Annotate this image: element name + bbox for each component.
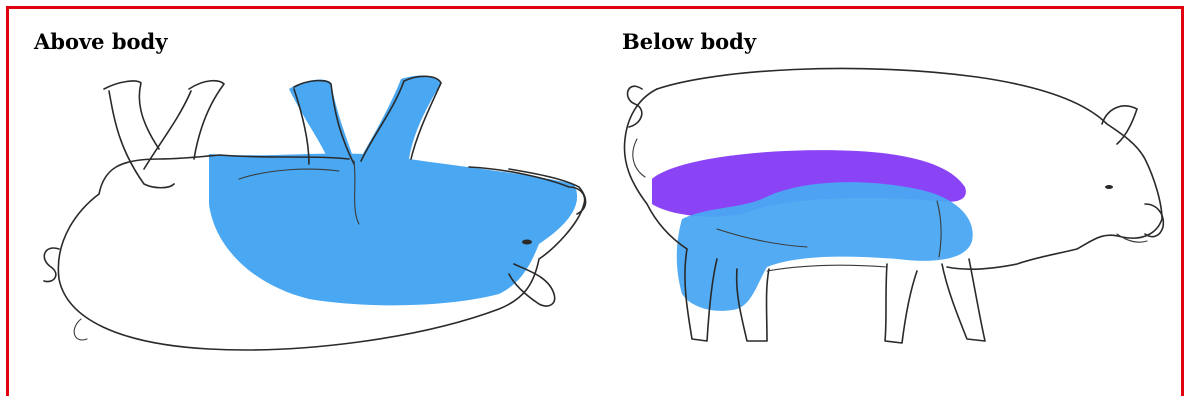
panel-above-body: Above body [6,6,600,396]
front-leg-left-blue [289,80,354,161]
eye-icon [1105,185,1113,189]
front-leg-left-outline [885,264,917,343]
hind-leg-left-outline [104,81,174,188]
pig-below-illustration [597,9,1181,396]
highlight-region-blue [209,153,577,305]
tail-outline [44,248,59,282]
panel-below-body: Below body [597,6,1184,396]
eye-icon [522,240,532,245]
front-leg-right-outline [942,259,985,341]
front-leg-right-blue [359,76,441,161]
pig-above-illustration [9,9,600,396]
